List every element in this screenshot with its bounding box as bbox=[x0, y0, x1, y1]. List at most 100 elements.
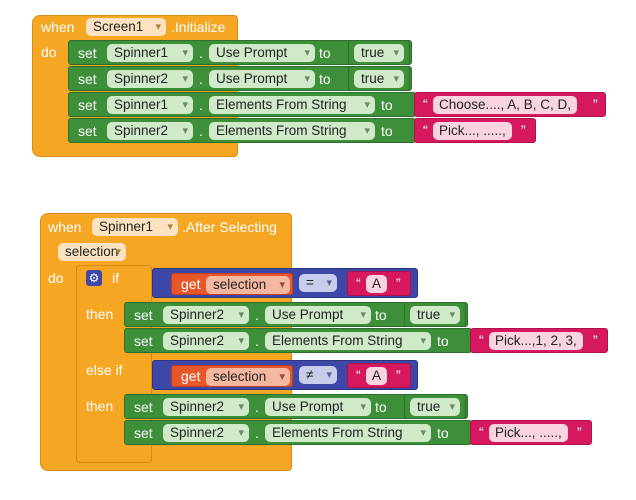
component-dropdown[interactable]: Spinner2 bbox=[163, 332, 249, 350]
property-dropdown[interactable]: Elements From String bbox=[265, 424, 431, 442]
set-keyword: set bbox=[134, 307, 153, 323]
dot-separator: . bbox=[255, 425, 259, 441]
set-statement[interactable]: set Spinner2 . Elements From String to bbox=[124, 420, 472, 445]
property-dropdown[interactable]: Use Prompt bbox=[265, 398, 371, 416]
property-dropdown[interactable]: Elements From String bbox=[265, 332, 431, 350]
open-quote: “ bbox=[479, 332, 484, 348]
open-quote: “ bbox=[479, 424, 484, 440]
to-keyword: to bbox=[381, 123, 393, 139]
compare-block-not-equals[interactable]: get selection ≠ “ A ” bbox=[152, 360, 418, 390]
text-value[interactable]: A bbox=[366, 275, 388, 293]
set-keyword: set bbox=[78, 45, 97, 61]
set-keyword: set bbox=[134, 425, 153, 441]
operator-dropdown[interactable]: = bbox=[299, 274, 337, 292]
else-if-keyword: else if bbox=[86, 362, 123, 378]
gear-icon[interactable]: ⚙ bbox=[86, 270, 102, 286]
get-block[interactable]: get selection bbox=[171, 273, 293, 295]
text-block[interactable]: “ A ” bbox=[347, 271, 411, 296]
property-dropdown[interactable]: Use Prompt bbox=[209, 70, 315, 88]
open-quote: “ bbox=[356, 367, 361, 383]
text-value[interactable]: Pick...,1, 2, 3, bbox=[489, 332, 583, 350]
dot-separator: . bbox=[255, 399, 259, 415]
boolean-dropdown[interactable]: true bbox=[410, 306, 460, 324]
true-block[interactable]: true bbox=[404, 394, 466, 419]
component-dropdown[interactable]: Spinner1 bbox=[107, 44, 193, 62]
close-quote: ” bbox=[396, 275, 401, 291]
get-keyword: get bbox=[181, 276, 201, 292]
close-quote: ” bbox=[521, 122, 526, 138]
variable-dropdown[interactable]: selection bbox=[206, 368, 290, 386]
dot-separator: . bbox=[199, 97, 203, 113]
component-dropdown[interactable]: Spinner2 bbox=[163, 306, 249, 324]
open-quote: “ bbox=[423, 96, 428, 112]
open-quote: “ bbox=[423, 122, 428, 138]
open-quote: “ bbox=[356, 275, 361, 291]
close-quote: ” bbox=[593, 96, 598, 112]
to-keyword: to bbox=[375, 399, 387, 415]
true-block[interactable]: true bbox=[348, 40, 410, 65]
set-keyword: set bbox=[78, 71, 97, 87]
text-block[interactable]: “ Pick..., ....., ” bbox=[414, 118, 536, 143]
to-keyword: to bbox=[319, 71, 331, 87]
text-value[interactable]: Pick..., ....., bbox=[489, 424, 568, 442]
close-quote: ” bbox=[593, 332, 598, 348]
true-block[interactable]: true bbox=[348, 66, 410, 91]
text-block[interactable]: “ Pick..., ....., ” bbox=[470, 420, 592, 445]
text-value[interactable]: Choose...., A, B, C, D, bbox=[433, 96, 578, 114]
dot-separator: . bbox=[199, 71, 203, 87]
set-statement[interactable]: set Spinner1 . Use Prompt to bbox=[68, 40, 412, 65]
text-block[interactable]: “ Pick...,1, 2, 3, ” bbox=[470, 328, 608, 353]
text-value[interactable]: Pick..., ....., bbox=[433, 122, 512, 140]
when-keyword: when bbox=[41, 19, 75, 35]
compare-block-equals[interactable]: get selection = “ A ” bbox=[152, 268, 418, 298]
to-keyword: to bbox=[381, 97, 393, 113]
then-keyword: then bbox=[86, 306, 114, 322]
property-dropdown[interactable]: Use Prompt bbox=[209, 44, 315, 62]
event-name: .Initialize bbox=[171, 19, 226, 35]
get-keyword: get bbox=[181, 368, 201, 384]
do-keyword: do bbox=[48, 270, 64, 286]
set-statement[interactable]: set Spinner1 . Elements From String to bbox=[68, 92, 416, 117]
property-dropdown[interactable]: Elements From String bbox=[209, 96, 375, 114]
set-statement[interactable]: set Spinner2 . Elements From String to bbox=[124, 328, 472, 353]
get-block[interactable]: get selection bbox=[171, 365, 293, 387]
true-block[interactable]: true bbox=[404, 302, 466, 327]
if-keyword: if bbox=[112, 270, 119, 286]
do-keyword: do bbox=[41, 44, 57, 60]
set-keyword: set bbox=[134, 399, 153, 415]
to-keyword: to bbox=[319, 45, 331, 61]
component-dropdown[interactable]: Spinner2 bbox=[107, 70, 193, 88]
when-keyword: when bbox=[48, 219, 82, 235]
to-keyword: to bbox=[375, 307, 387, 323]
close-quote: ” bbox=[396, 367, 401, 383]
set-keyword: set bbox=[134, 333, 153, 349]
param-selection[interactable]: selection bbox=[58, 243, 126, 261]
component-dropdown[interactable]: Spinner1 bbox=[107, 96, 193, 114]
text-value[interactable]: A bbox=[366, 367, 388, 385]
component-dropdown[interactable]: Spinner2 bbox=[163, 424, 249, 442]
to-keyword: to bbox=[437, 333, 449, 349]
text-block[interactable]: “ A ” bbox=[347, 363, 411, 388]
set-keyword: set bbox=[78, 97, 97, 113]
event-name: .After Selecting bbox=[182, 219, 277, 235]
component-dropdown-screen1[interactable]: Screen1 bbox=[86, 18, 166, 36]
then-keyword: then bbox=[86, 398, 114, 414]
property-dropdown[interactable]: Elements From String bbox=[209, 122, 375, 140]
dot-separator: . bbox=[255, 333, 259, 349]
boolean-dropdown[interactable]: true bbox=[354, 44, 404, 62]
property-dropdown[interactable]: Use Prompt bbox=[265, 306, 371, 324]
boolean-dropdown[interactable]: true bbox=[410, 398, 460, 416]
operator-dropdown[interactable]: ≠ bbox=[299, 366, 337, 384]
component-dropdown[interactable]: Spinner2 bbox=[163, 398, 249, 416]
to-keyword: to bbox=[437, 425, 449, 441]
close-quote: ” bbox=[577, 424, 582, 440]
dot-separator: . bbox=[199, 123, 203, 139]
boolean-dropdown[interactable]: true bbox=[354, 70, 404, 88]
text-block[interactable]: “ Choose...., A, B, C, D, ” bbox=[414, 92, 606, 117]
variable-dropdown[interactable]: selection bbox=[206, 276, 290, 294]
component-dropdown-spinner1[interactable]: Spinner1 bbox=[92, 218, 178, 236]
component-dropdown[interactable]: Spinner2 bbox=[107, 122, 193, 140]
set-statement[interactable]: set Spinner2 . Elements From String to bbox=[68, 118, 416, 143]
dot-separator: . bbox=[199, 45, 203, 61]
set-keyword: set bbox=[78, 123, 97, 139]
